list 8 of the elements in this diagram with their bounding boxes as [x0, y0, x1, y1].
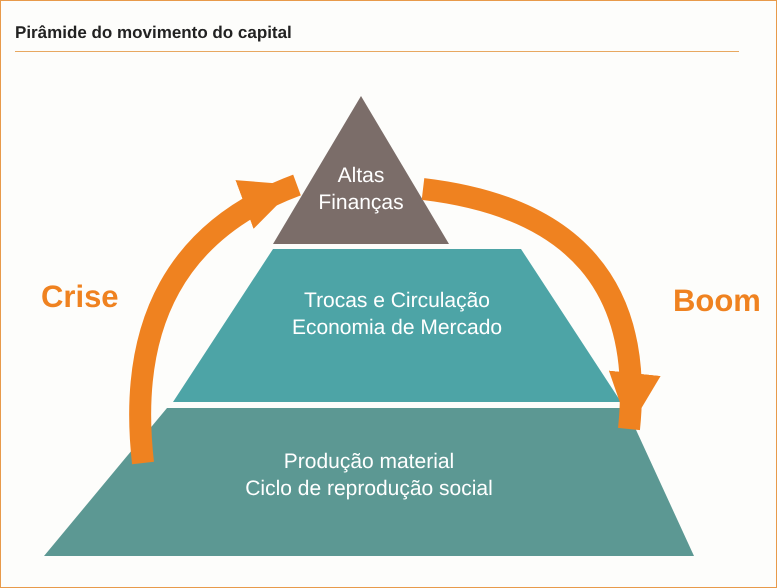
curved-arrow: [129, 174, 302, 464]
diagram-title: Pirâmide do movimento do capital: [15, 23, 292, 43]
curved-arrow: [421, 178, 658, 430]
tier-label: Ciclo de reprodução social: [245, 476, 493, 502]
tier-label: Produção material: [284, 449, 454, 475]
tier-label: Trocas e Circulação: [304, 288, 490, 314]
tier-label: Economia de Mercado: [292, 315, 502, 341]
tier-label: Altas Finanças: [317, 163, 405, 216]
